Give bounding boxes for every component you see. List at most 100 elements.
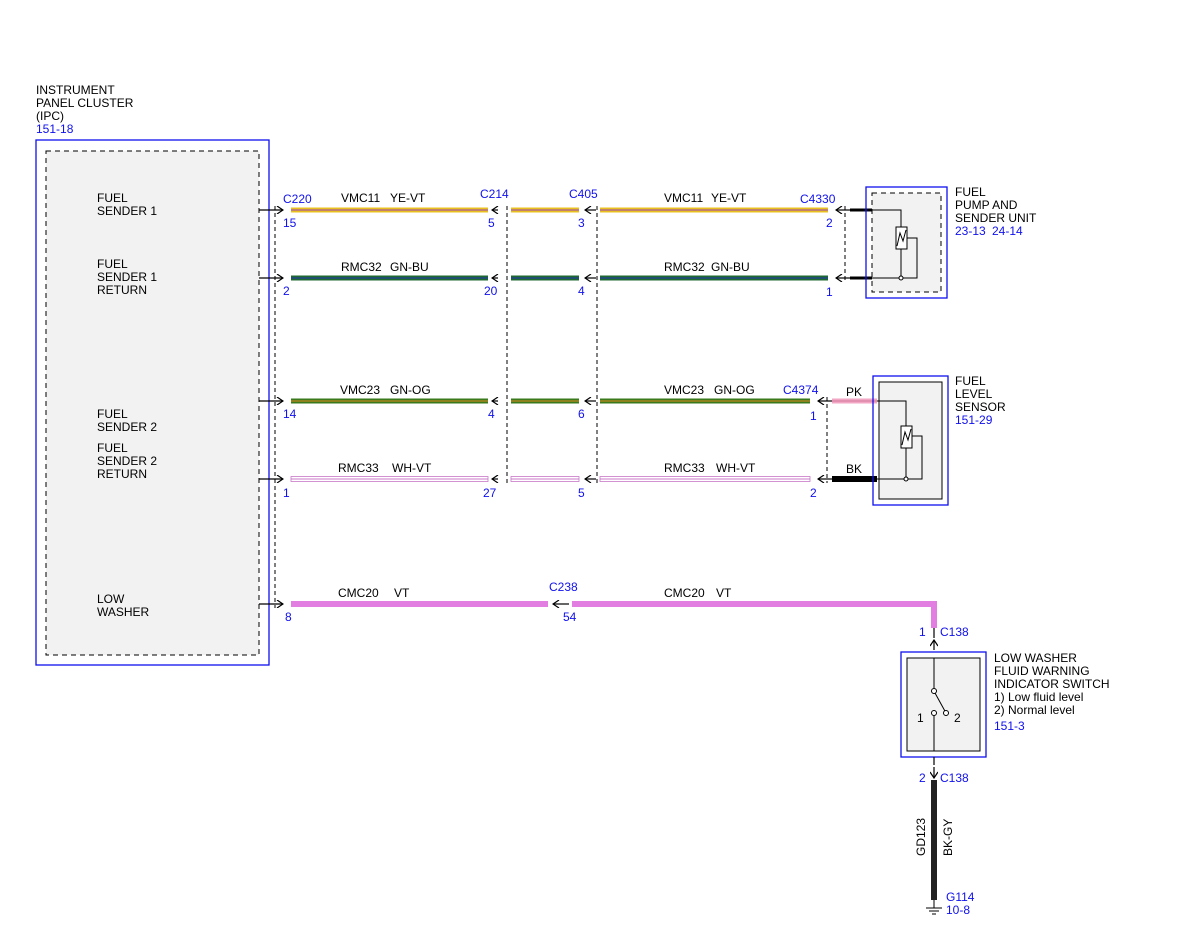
wire-cmc20-circuit: CMC20: [338, 586, 379, 600]
wire-vmc23-color: GN-OG: [390, 383, 431, 397]
pin-w1-ipc: 15: [283, 216, 297, 230]
wire-vmc11-color-right: YE-VT: [711, 191, 747, 205]
wire-cmc20-color-right: VT: [716, 586, 732, 600]
fuel-level-sensor-outer-box: [872, 375, 949, 506]
ipc-label-fuel-sender-1-return-l3: RETURN: [97, 283, 147, 297]
ground-wire-gd123[interactable]: [931, 757, 937, 908]
ipc-title-line-1: INSTRUMENT: [36, 83, 115, 97]
wire-bk-label: BK: [846, 462, 862, 476]
pin-w1-c214: 5: [488, 216, 495, 230]
wire-rmc32[interactable]: [291, 276, 872, 281]
ipc-label-fuel-sender-1-l1: FUEL: [97, 191, 128, 205]
ipc-inner-box: [45, 150, 260, 656]
fuel-level-sensor-title-l3: SENSOR: [955, 400, 1006, 414]
wire-rmc33-color-right: WH-VT: [716, 461, 756, 475]
pin-w5-ipc: 8: [285, 610, 292, 624]
wire-vmc11-circuit-right: VMC11: [664, 191, 703, 205]
switch-pos-2: 2: [954, 711, 961, 725]
pin-w3-c405: 6: [578, 407, 585, 421]
pin-w2-c214: 20: [484, 284, 498, 298]
fuel-pump-ref-2[interactable]: 24-14: [992, 224, 1023, 238]
ipc-label-fuel-sender-1-return-l2: SENDER 1: [97, 270, 157, 284]
ipc-label-low-washer-l2: WASHER: [97, 605, 150, 619]
fuel-pump-title-l2: PUMP AND: [955, 198, 1018, 212]
wire-rmc33[interactable]: [290, 477, 832, 482]
ipc-label-fuel-sender-2-return-l2: SENDER 2: [97, 454, 157, 468]
ground-ref[interactable]: 10-8: [946, 903, 970, 917]
wire-rmc32-circuit-right: RMC32: [664, 260, 705, 274]
pin-w3-c4374: 1: [810, 409, 817, 423]
wire-rmc32-color-right: GN-BU: [711, 260, 750, 274]
wire-pk[interactable]: [832, 398, 877, 404]
fuel-pump-title-l1: FUEL: [955, 185, 986, 199]
wire-vmc23-circuit: VMC23: [340, 383, 380, 397]
pin-w2-c4330: 1: [826, 285, 833, 299]
pin-w2-ipc: 2: [283, 284, 290, 298]
wire-vmc11[interactable]: [291, 208, 872, 213]
wire-rmc33-circuit: RMC33: [338, 461, 379, 475]
connector-c220-label[interactable]: C220: [283, 192, 312, 206]
pin-w4-c405: 5: [578, 486, 585, 500]
connector-c4330-label[interactable]: C4330: [800, 192, 836, 206]
ground-name[interactable]: G114: [946, 890, 975, 904]
wire-rmc33-circuit-right: RMC33: [664, 461, 705, 475]
fuel-level-sensor[interactable]: FUEL LEVEL SENSOR 151-29: [872, 374, 1006, 506]
connector-c4374-label[interactable]: C4374: [783, 383, 819, 397]
pin-w3-c214: 4: [488, 407, 495, 421]
washer-switch-outer-box: [900, 651, 987, 758]
low-washer-switch[interactable]: 1 2 LOW WASHER FLUID WARNING INDICATOR S…: [900, 651, 1110, 758]
wire-vmc11-circuit: VMC11: [341, 191, 380, 205]
pin-w4-c214: 27: [483, 486, 497, 500]
wire-cmc20-circuit-right: CMC20: [664, 586, 705, 600]
ipc-label-low-washer-l1: LOW: [97, 592, 125, 606]
ipc-label-fuel-sender-2-l1: FUEL: [97, 407, 128, 421]
ipc-label-fuel-sender-2-return-l3: RETURN: [97, 467, 147, 481]
wire-rmc32-circuit: RMC32: [341, 260, 382, 274]
ipc-label-fuel-sender-1-return-l1: FUEL: [97, 257, 128, 271]
ipc-title-line-3: (IPC): [36, 109, 64, 123]
pin-w1-c4330: 2: [826, 216, 833, 230]
ipc-label-fuel-sender-2-l2: SENDER 2: [97, 420, 157, 434]
fuel-pump-ref-1[interactable]: 23-13: [955, 224, 986, 238]
connector-c238-label[interactable]: C238: [549, 580, 578, 594]
ipc-module[interactable]: INSTRUMENT PANEL CLUSTER (IPC) 151-18 FU…: [35, 83, 283, 666]
wire-vmc23[interactable]: [291, 399, 832, 404]
washer-switch-title-l3: INDICATOR SWITCH: [994, 677, 1110, 691]
fuel-level-sensor-ref[interactable]: 151-29: [955, 413, 993, 427]
fuel-pump-title-l3: SENDER UNIT: [955, 211, 1037, 225]
switch-pos-1: 1: [917, 711, 924, 725]
ipc-title-line-2: PANEL CLUSTER: [36, 96, 134, 110]
wire-vmc11-color: YE-VT: [390, 191, 426, 205]
connector-dash-lines: [274, 206, 846, 608]
ground-wire-color: BK-GY: [941, 819, 955, 856]
switch-contact-icon: [934, 692, 947, 714]
washer-switch-state-2: 2) Normal level: [994, 703, 1075, 717]
pin-w4-ipc: 1: [283, 486, 290, 500]
pin-w1-c405: 3: [578, 216, 585, 230]
wire-pk-label: PK: [846, 385, 862, 399]
washer-switch-state-1: 1) Low fluid level: [994, 690, 1083, 704]
wire-rmc33-color: WH-VT: [392, 461, 432, 475]
wire-vmc23-color-right: GN-OG: [714, 383, 755, 397]
ipc-outer-box: [35, 139, 270, 666]
wire-rmc32-color: GN-BU: [390, 260, 429, 274]
ipc-label-fuel-sender-1-l2: SENDER 1: [97, 204, 157, 218]
connector-c138-top-label[interactable]: C138: [940, 625, 969, 639]
fuel-pump-outer-box: [865, 186, 948, 299]
wire-bk[interactable]: [832, 476, 877, 482]
connector-c214-label[interactable]: C214: [480, 187, 509, 201]
wire-vmc23-circuit-right: VMC23: [664, 383, 704, 397]
connector-c138-bottom-label[interactable]: C138: [940, 771, 969, 785]
wire-cmc20[interactable]: [291, 601, 934, 650]
connector-c405-label[interactable]: C405: [569, 187, 598, 201]
washer-switch-ref[interactable]: 151-3: [994, 719, 1025, 733]
pin-w3-ipc: 14: [283, 407, 297, 421]
pin-w4-c4374: 2: [810, 486, 817, 500]
wire-cmc20-color: VT: [394, 586, 410, 600]
pin-w5-c238: 54: [563, 610, 577, 624]
ipc-ref[interactable]: 151-18: [36, 122, 74, 136]
washer-switch-title-l1: LOW WASHER: [994, 651, 1077, 665]
pin-c138-bottom: 2: [919, 771, 926, 785]
fuel-pump-sender-unit[interactable]: FUEL PUMP AND SENDER UNIT 23-13 24-14: [865, 185, 1037, 299]
